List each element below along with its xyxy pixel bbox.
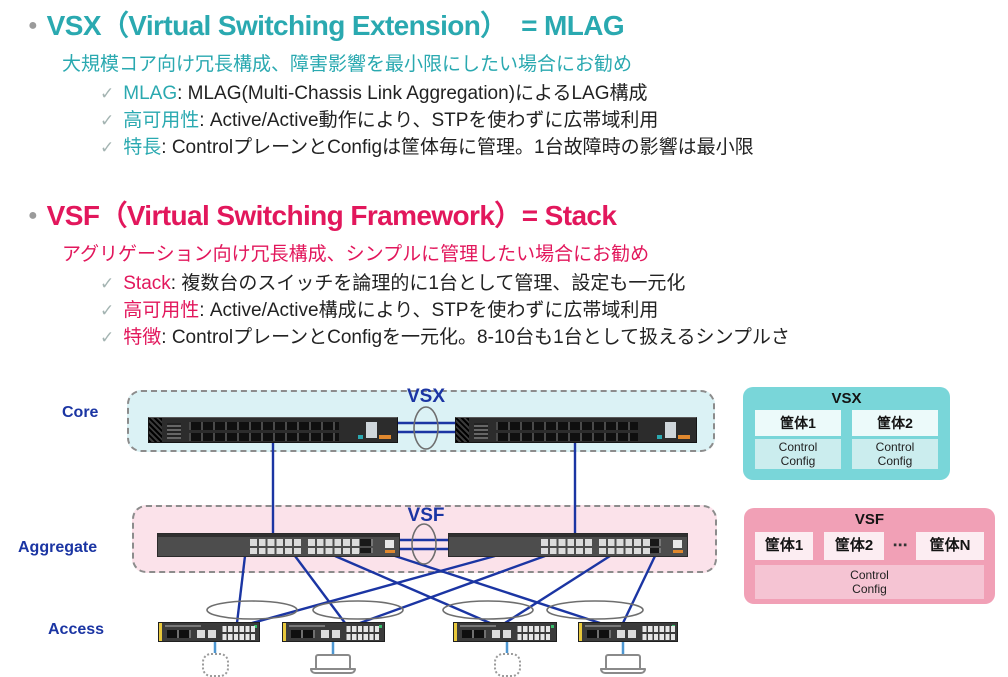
vsx-link-label: VSX [406,386,446,407]
checklist-item: ✓ 特長: ControlプレーンとConfigは筐体毎に管理。1台故障時の影響は… [100,134,754,161]
item-keyword: Stack [123,273,171,294]
access-switch-4 [578,622,678,642]
checklist: ✓ MLAG: MLAG(Multi-Chassis Link Aggregati… [28,80,754,161]
item-text: : Active/Active構成により、STPを使わずに広帯域利用 [199,300,659,321]
check-icon: ✓ [100,111,115,130]
vsf-chassis-n: 筐体N [916,532,984,560]
check-icon: ✓ [100,138,115,157]
network-topology-diagram: Core Aggregate Access VSX VSF [0,385,1008,677]
core-switch-1 [148,417,398,443]
item-keyword: 高可用性 [123,300,200,321]
laptop-icon [310,654,356,674]
item-text: : 複数台のスイッチを論理的に1台として管理、設定も一元化 [170,273,686,294]
item-keyword: 高可用性 [123,110,200,131]
control-label: Control [778,440,818,454]
control-label: Control [850,568,889,582]
vsx-chassis-2: 筐体2 [852,410,938,436]
checklist-item: ✓ Stack: 複数台のスイッチを論理的に1台として管理、設定も一元化 [100,270,790,297]
vsf-summary-panel: VSF 筐体1 筐体2 ⋯ 筐体N Control Config [744,508,995,604]
aggregate-switch-1 [157,533,400,557]
item-text: : ControlプレーンとConfigを一元化。8-10台も1台として扱えるシ… [161,327,790,348]
item-text: : Active/Active動作により、STPを使わずに広帯域利用 [199,110,659,131]
control-label: Control [875,440,915,454]
lag-ellipse [546,600,644,620]
tier-label-core: Core [62,404,99,421]
ellipsis-icon: ⋯ [892,537,908,554]
lag-ellipse [312,600,404,620]
item-text: : ControlプレーンとConfigは筐体毎に管理。1台故障時の影響は最小限 [161,137,754,158]
item-text: : MLAG(Multi-Chassis Link Aggregation)によ… [177,83,648,104]
section-title: VSX（Virtual Switching Extension） = MLAG [46,10,625,41]
laptop-icon [600,654,646,674]
checklist-item: ✓ 高可用性: Active/Active動作により、STPを使わずに広帯域利用 [100,107,754,134]
checklist-item: ✓ MLAG: MLAG(Multi-Chassis Link Aggregati… [100,80,754,107]
vsx-summary-panel: VSX 筐体1 筐体2 Control Config Control Confi… [743,387,950,480]
check-icon: ✓ [100,274,115,293]
config-label: Config [877,454,913,468]
checklist-item: ✓ 特徴: ControlプレーンとConfigを一元化。8-10台も1台として扱… [100,324,790,351]
bullet-icon: ● [28,207,38,224]
item-keyword: 特長 [123,137,162,158]
section-subtitle: 大規模コア向け冗長構成、障害影響を最小限にしたい場合にお勧め [62,54,633,75]
config-label: Config [852,582,887,596]
tier-label-aggregate: Aggregate [18,539,98,556]
check-icon: ✓ [100,84,115,103]
access-switch-3 [453,622,557,642]
access-switch-1 [158,622,260,642]
access-switch-2 [282,622,385,642]
check-icon: ✓ [100,328,115,347]
vsx-control-config-1: Control Config [755,439,841,469]
access-point-icon [494,653,521,677]
section-title-row: ● VSF（Virtual Switching Framework）= Stac… [28,198,790,234]
check-icon: ✓ [100,301,115,320]
lag-ellipse [206,600,298,620]
item-keyword: 特徴 [123,327,162,348]
core-switch-2 [455,417,697,443]
checklist: ✓ Stack: 複数台のスイッチを論理的に1台として管理、設定も一元化 ✓ 高可用… [28,270,790,351]
tier-label-access: Access [48,621,105,638]
section-title: VSF（Virtual Switching Framework）= Stack [46,200,617,231]
lag-ellipse [442,600,534,620]
access-point-icon [202,653,229,677]
section-title-row: ● VSX（Virtual Switching Extension） = MLA… [28,8,754,44]
bullet-icon: ● [28,17,38,34]
item-keyword: MLAG [123,83,178,104]
section-vsx: ● VSX（Virtual Switching Extension） = MLA… [28,8,754,161]
vsf-control-config: Control Config [755,565,984,599]
aggregate-switch-2 [448,533,688,557]
vsx-panel-title: VSX [831,390,862,407]
vsf-chassis-1: 筐体1 [755,532,813,560]
vsf-panel-title: VSF [854,511,885,528]
config-label: Config [780,454,816,468]
vsf-link-label: VSF [407,505,445,526]
vsx-control-config-2: Control Config [852,439,938,469]
vsx-chassis-1: 筐体1 [755,410,841,436]
section-subtitle: アグリゲーション向け冗長構成、シンプルに管理したい場合にお勧め [62,244,650,265]
device-link-lines [213,641,625,655]
checklist-item: ✓ 高可用性: Active/Active構成により、STPを使わずに広帯域利用 [100,297,790,324]
vsf-chassis-2: 筐体2 [824,532,884,560]
section-vsf: ● VSF（Virtual Switching Framework）= Stac… [28,198,790,351]
